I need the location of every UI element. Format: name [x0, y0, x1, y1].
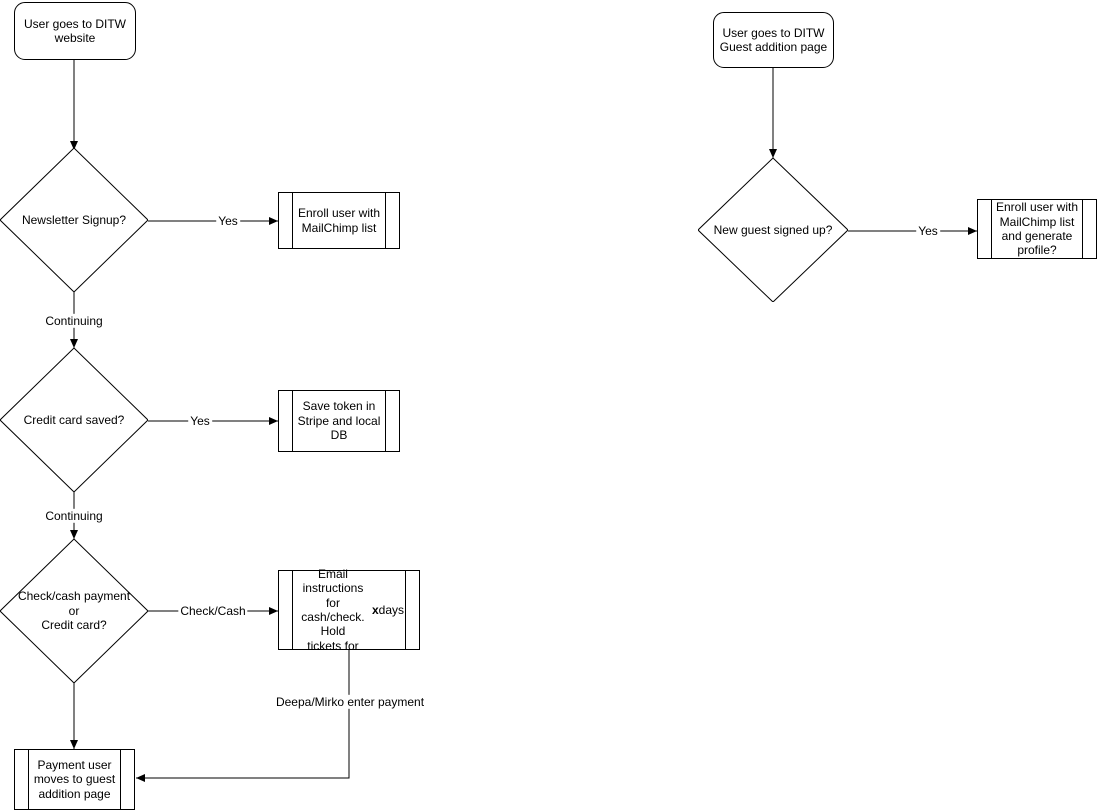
process-text: Email instructions for cash/check. Hold … [301, 566, 365, 653]
diamond-shape [0, 148, 148, 292]
process-text: days [378, 602, 404, 617]
node-decision-newsletter-signup: Newsletter Signup? [0, 148, 148, 292]
node-decision-payment-method: Check/cash payment or Credit card? [0, 539, 148, 683]
edge-label-deepa-mirko: Deepa/Mirko enter payment [273, 694, 427, 710]
node-process-payment-user-moves: Payment user moves to guest addition pag… [14, 749, 135, 810]
edge-label-check-cash: Check/Cash [178, 603, 248, 619]
diamond-shape [0, 539, 148, 683]
edge-email-to-paymentuser [136, 650, 350, 782]
edge-label-yes-creditcard: Yes [188, 413, 212, 429]
node-process-enroll-generate-profile: Enroll user with MailChimp list and gene… [977, 199, 1097, 259]
node-process-email-instructions: Email instructions for cash/check. Hold … [278, 566, 420, 653]
decision-label: Check/cash payment or Credit card? [17, 589, 131, 633]
decision-label: Newsletter Signup? [21, 212, 127, 227]
decision-label: New guest signed up? [713, 222, 833, 237]
decision-label: Credit card saved? [23, 412, 125, 427]
edge-label-yes-newsletter: Yes [216, 213, 240, 229]
node-decision-new-guest-signed-up: New guest signed up? [698, 158, 848, 302]
node-process-save-token: Save token in Stripe and local DB [278, 390, 400, 452]
diamond-shape [0, 348, 148, 492]
edge-label-continuing-1: Continuing [43, 313, 105, 329]
process-text-bold-x: x [371, 602, 379, 617]
node-process-enroll-mailchimp: Enroll user with MailChimp list [278, 192, 400, 249]
node-decision-credit-card-saved: Credit card saved? [0, 348, 148, 492]
edge-label-continuing-2: Continuing [43, 508, 105, 524]
node-start-website: User goes to DITW website [14, 2, 136, 60]
diamond-shape [698, 158, 848, 302]
edge-label-yes-newguest: Yes [916, 223, 940, 239]
node-start-guest-addition: User goes to DITW Guest addition page [713, 12, 834, 68]
